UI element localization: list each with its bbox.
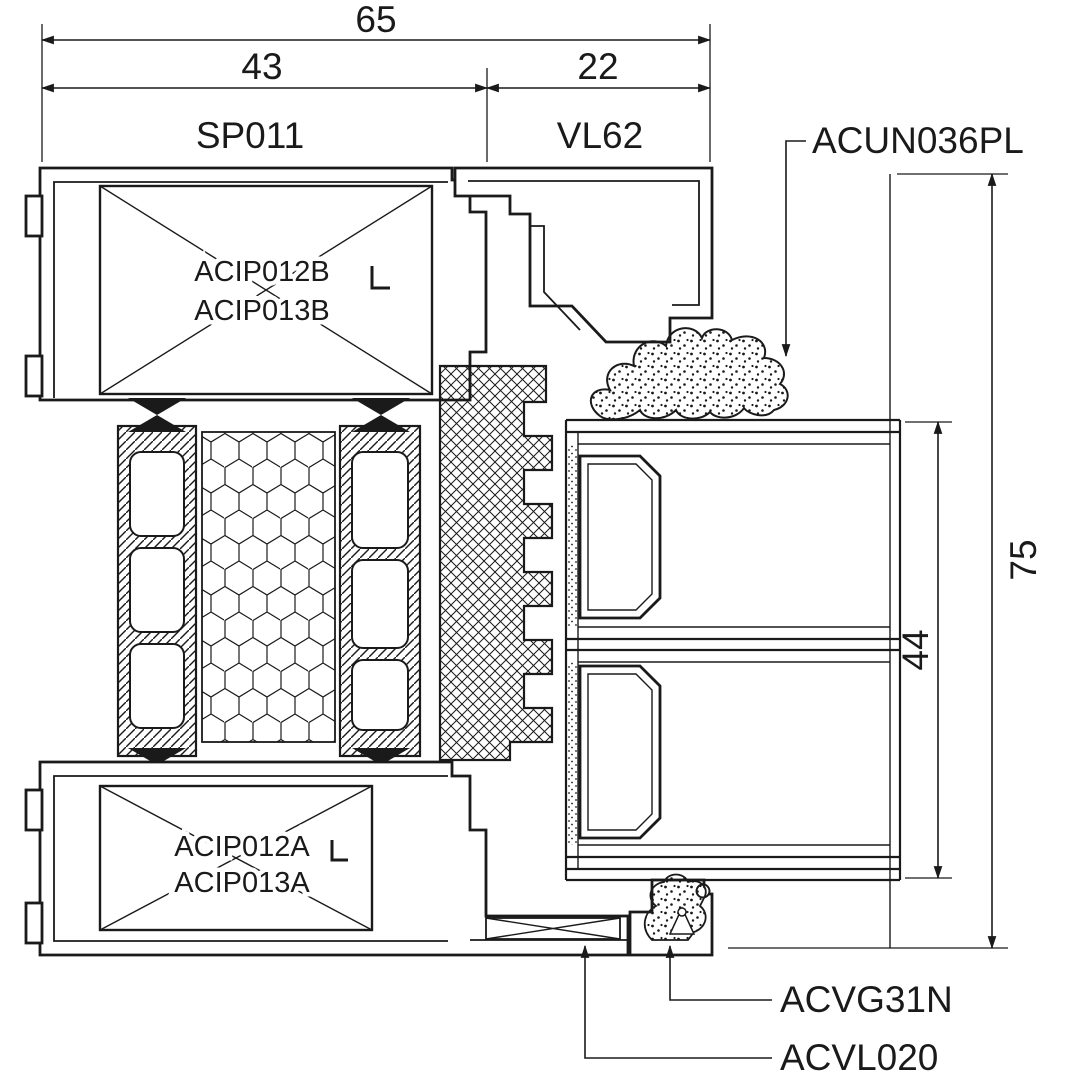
frame-bottom-left-ear-2: [24, 901, 44, 945]
edge-sealant-top: [567, 444, 578, 627]
glass-unit: [564, 174, 902, 948]
glazing-spacer-top: [578, 454, 662, 620]
insulation-panel-bottom: ACIP012A ACIP013A: [98, 784, 374, 932]
dimension-glass-unit: 44: [895, 420, 952, 880]
label-insulation-top-2: ACIP013B: [194, 295, 329, 327]
dimension-sash-width: 22: [485, 46, 712, 93]
dim-value-frame-width: 43: [241, 46, 282, 87]
dim-value-overall-height: 75: [1003, 539, 1044, 580]
gasket-bell: [668, 906, 696, 935]
thermal-break-strip-left: [116, 424, 198, 758]
corner-symbol-bottom: [330, 840, 348, 862]
wedge-gasket-bottom: [643, 873, 707, 941]
leader-glazing-support: ACVL020: [580, 944, 938, 1078]
sash-profile-top: [453, 166, 714, 344]
isolator-bar: [438, 364, 554, 762]
leader-wedge-gasket: ACVG31N: [665, 944, 953, 1020]
dimension-overall-height: 75: [728, 172, 1044, 950]
glazing-gasket-top: [589, 327, 789, 421]
label-sash-profile: VL62: [557, 115, 643, 156]
corner-symbol-top: [370, 266, 390, 290]
edge-sealant-bottom: [567, 662, 578, 845]
honeycomb-foam-core: [201, 431, 336, 743]
glazing-packer: [485, 917, 621, 940]
insulation-panel-top: ACIP012B ACIP013B: [98, 184, 434, 396]
label-insulation-top-1: ACIP012B: [194, 256, 329, 288]
dim-value-overall-width: 65: [355, 0, 396, 40]
dim-value-sash-width: 22: [577, 46, 618, 87]
leader-glazing-gasket: ACUN036PL: [781, 120, 1024, 358]
label-insulation-bottom-1: ACIP012A: [174, 831, 310, 863]
frame-top-left-ear: [24, 194, 44, 238]
dimension-frame-width: 43: [40, 46, 489, 162]
frame-bottom-left-ear: [24, 788, 44, 832]
label-wedge-gasket: ACVG31N: [780, 979, 953, 1020]
frame-top-left-ear-2: [24, 354, 44, 398]
label-glazing-gasket: ACUN036PL: [812, 120, 1024, 161]
label-frame-profile: SP011: [196, 115, 304, 156]
glazing-spacer-bottom: [578, 664, 662, 840]
label-glazing-support: ACVL020: [780, 1037, 938, 1078]
label-insulation-bottom-2: ACIP013A: [174, 867, 310, 899]
thermal-break-strip-right: [338, 424, 422, 758]
dimension-overall-width: 65: [40, 0, 712, 162]
dim-value-glass-unit: 44: [895, 629, 936, 670]
